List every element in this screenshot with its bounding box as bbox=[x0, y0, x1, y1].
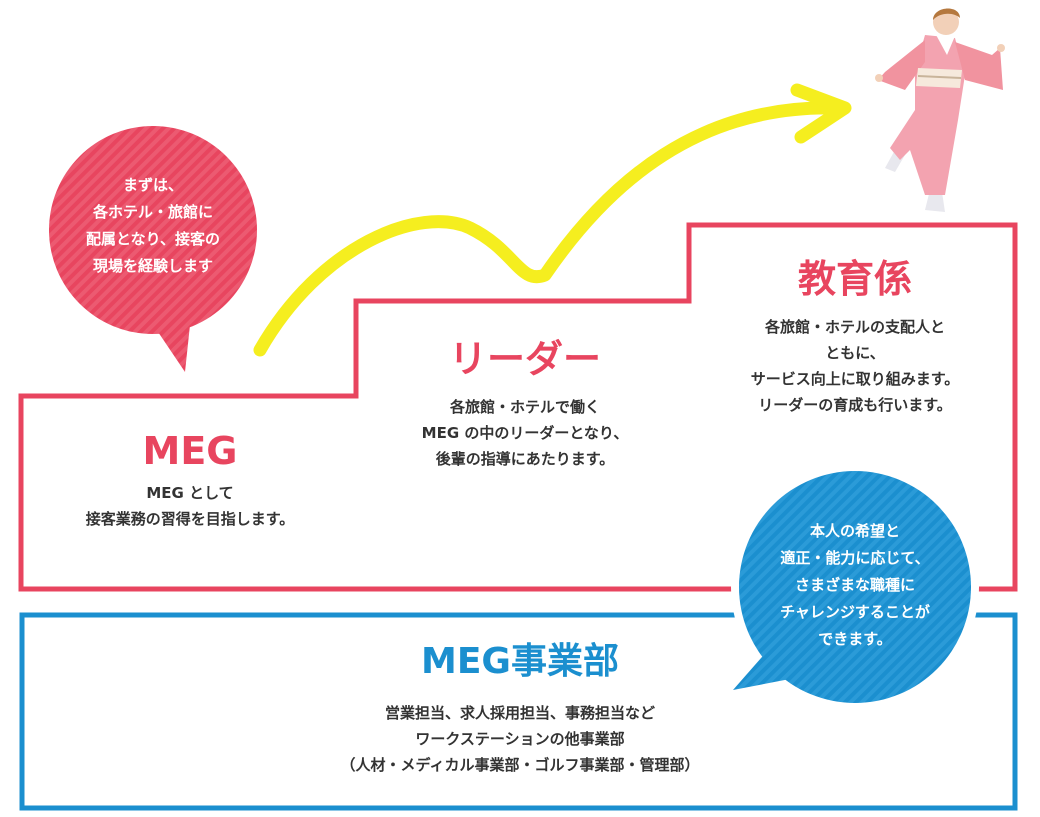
speech-bubble-blue bbox=[725, 463, 979, 711]
speech-bubble-red-text: まずは、 各ホテル・旅館に 配属となり、接客の 現場を経験します bbox=[55, 172, 251, 280]
speech-bubble-red bbox=[49, 126, 257, 372]
kimono-person-illustration bbox=[875, 8, 1005, 212]
step-educator-title: 教育係 bbox=[797, 257, 912, 301]
step-meg-description: MEG として 接客業務の習得を目指します。 bbox=[20, 480, 360, 532]
bubble-blue-line: できます。 bbox=[818, 630, 892, 648]
speech-bubble-blue-text: 本人の希望と 適正・能力に応じて、 さまざまな職種に チャレンジすることが でき… bbox=[745, 518, 965, 653]
bubble-blue-line: チャレンジすることが bbox=[780, 603, 930, 621]
step-educator-line: ともに、 bbox=[825, 344, 885, 362]
step-leader-line: 後輩の指導にあたります。 bbox=[435, 450, 615, 468]
step-leader-description: 各旅館・ホテルで働く MEG の中のリーダーとなり、 後輩の指導にあたります。 bbox=[360, 394, 690, 472]
step-meg-line: 接客業務の習得を目指します。 bbox=[85, 510, 295, 528]
step-educator-line: リーダーの育成も行います。 bbox=[758, 396, 952, 414]
step-leader-line: 各旅館・ホテルで働く bbox=[449, 398, 600, 416]
division-line: 営業担当、求人採用担当、事務担当など bbox=[384, 704, 655, 722]
step-leader-line: MEG の中のリーダーとなり、 bbox=[421, 424, 629, 442]
step-educator-description: 各旅館・ホテルの支配人と ともに、 サービス向上に取り組みます。 リーダーの育成… bbox=[695, 314, 1015, 418]
division-line: ワークステーションの他事業部 bbox=[415, 730, 625, 748]
step-meg-line: MEG として bbox=[146, 484, 234, 502]
bubble-blue-line: 本人の希望と bbox=[809, 522, 900, 540]
step-leader-title: リーダー bbox=[448, 337, 601, 381]
step-educator-line: 各旅館・ホテルの支配人と bbox=[764, 318, 945, 336]
division-title: MEG事業部 bbox=[421, 641, 619, 682]
step-educator-line: サービス向上に取り組みます。 bbox=[750, 370, 960, 388]
division-description: 営業担当、求人採用担当、事務担当など ワークステーションの他事業部 （人材・メデ… bbox=[240, 700, 800, 778]
bubble-red-line: まずは、 bbox=[122, 176, 183, 194]
bubble-red-line: 現場を経験します bbox=[92, 257, 213, 275]
growth-arrow-icon bbox=[253, 83, 852, 357]
step-meg-title: MEG bbox=[142, 429, 238, 473]
staircase-outline bbox=[18, 222, 1018, 592]
bubble-blue-line: 適正・能力に応じて、 bbox=[780, 549, 930, 567]
division-line: （人材・メディカル事業部・ゴルフ事業部・管理部） bbox=[340, 756, 700, 774]
bubble-blue-line: さまざまな職種に bbox=[794, 576, 915, 594]
bubble-red-line: 配属となり、接客の bbox=[86, 230, 220, 248]
bubble-red-line: 各ホテル・旅館に bbox=[92, 203, 213, 221]
